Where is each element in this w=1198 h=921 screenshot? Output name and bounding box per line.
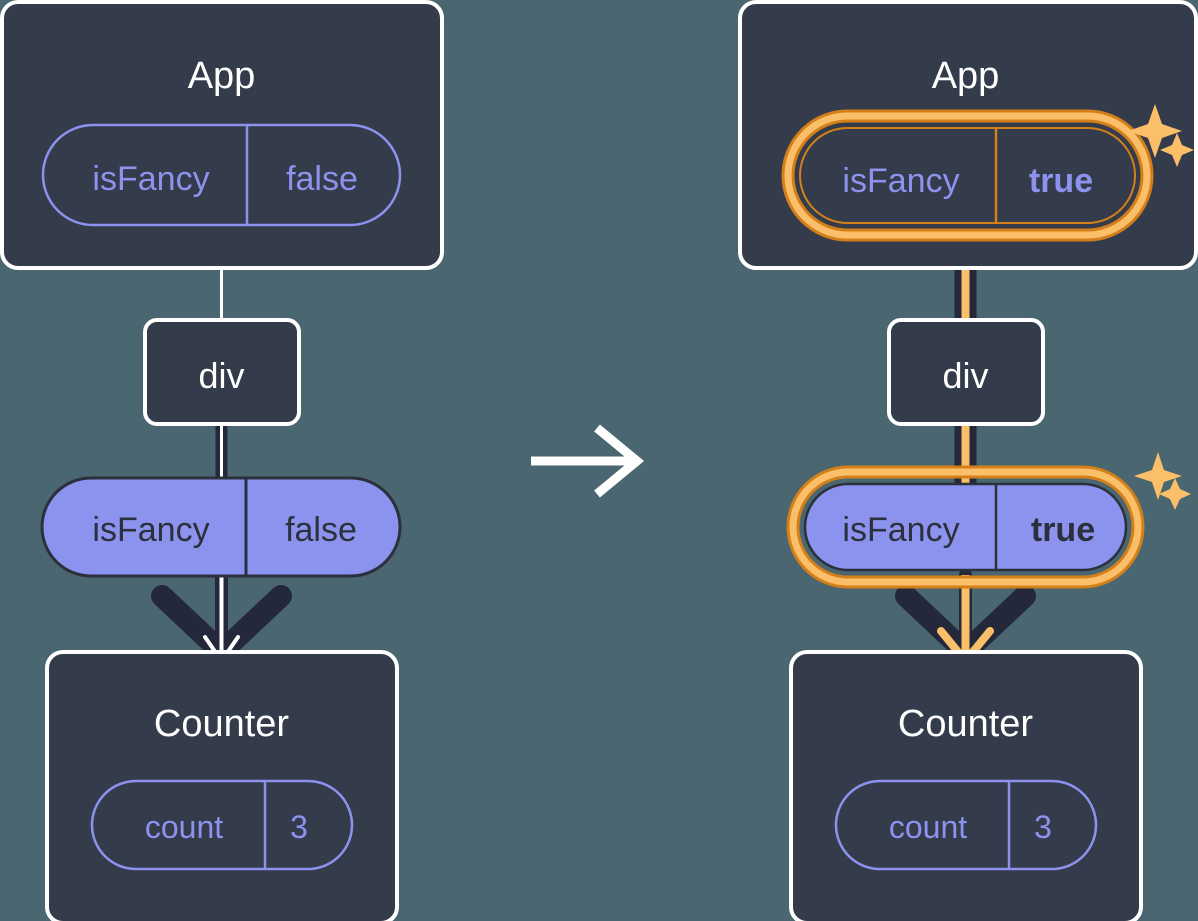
sparkle-small-icon: [1160, 133, 1194, 167]
app-pill-value-after: true: [1029, 162, 1093, 200]
prop-pill-value-after: true: [1031, 511, 1095, 549]
panel-after: App isFancy true div isFancy true: [738, 0, 1198, 921]
sparkle-large-icon: [1128, 104, 1182, 158]
prop-pill-key-before: isFancy: [92, 511, 209, 549]
counter-pill-before[interactable]: [90, 779, 354, 871]
app-pill-key-before: isFancy: [92, 160, 209, 198]
arrow-pill-to-counter-left-light: [203, 572, 240, 663]
sparkle-large-icon: [1134, 452, 1182, 500]
panel-before: App isFancy false div isFancy false Coun…: [0, 0, 444, 921]
prop-pill-after[interactable]: [803, 482, 1128, 572]
app-pill-value-before: false: [286, 160, 358, 198]
sparkle-group-prop-after: [1134, 452, 1191, 510]
transition-arrow: [531, 424, 645, 498]
app-title-before: App: [188, 55, 256, 97]
counter-box-after[interactable]: [789, 650, 1143, 921]
sparkle-group-app-after: [1128, 104, 1194, 167]
div-label-before: div: [198, 355, 244, 396]
div-box-before[interactable]: [143, 318, 301, 426]
counter-pill-value-after: 3: [1034, 809, 1052, 845]
prop-pill-before[interactable]: [40, 476, 402, 578]
counter-pill-value-before: 3: [290, 809, 308, 845]
counter-pill-key-after: count: [889, 809, 967, 845]
prop-pill-value-before: false: [285, 511, 357, 549]
div-box-after[interactable]: [887, 318, 1045, 426]
div-label-after: div: [942, 355, 988, 396]
edges-after: [895, 225, 1036, 665]
prop-pill-highlight-inner-after: [789, 468, 1142, 586]
app-pill-before[interactable]: [41, 123, 402, 227]
app-pill-after[interactable]: [799, 127, 1136, 224]
app-pill-key-after: isFancy: [842, 162, 959, 200]
prop-pill-key-after: isFancy: [842, 511, 959, 549]
counter-title-after: Counter: [898, 703, 1034, 745]
counter-box-before[interactable]: [45, 650, 399, 921]
counter-pill-key-before: count: [145, 809, 223, 845]
app-pill-highlight-inner-after: [784, 112, 1151, 239]
sparkle-small-icon: [1159, 478, 1191, 510]
app-box-before[interactable]: [0, 0, 444, 270]
app-title-after: App: [932, 55, 1000, 97]
counter-title-before: Counter: [154, 703, 290, 745]
counter-pill-after[interactable]: [834, 779, 1098, 871]
